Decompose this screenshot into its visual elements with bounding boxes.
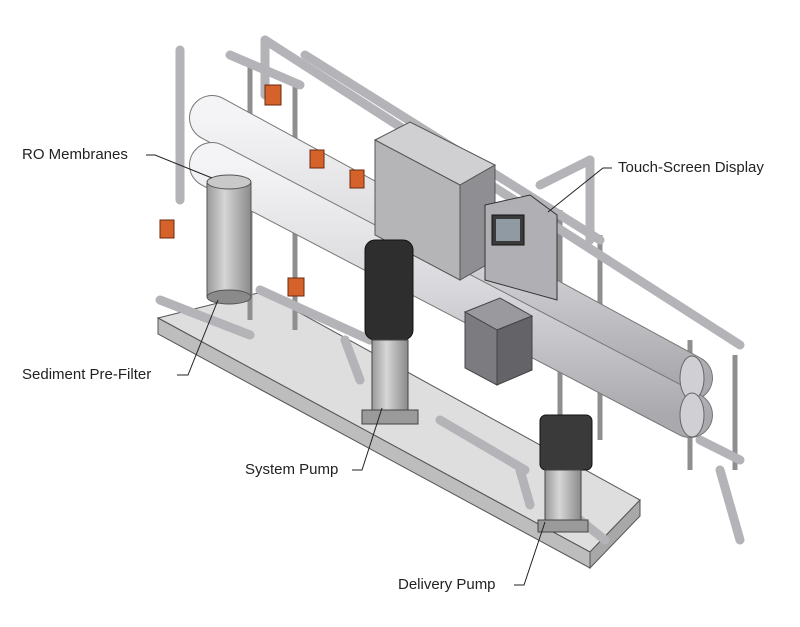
valve-actuators xyxy=(159,84,365,297)
label-delivery-pump: Delivery Pump xyxy=(398,576,496,593)
sediment-filter-tank xyxy=(206,174,252,305)
leader-lines xyxy=(146,154,612,586)
label-sediment-pre-filter: Sediment Pre-Filter xyxy=(22,366,152,383)
leader-ro-membranes xyxy=(146,154,213,179)
label-ro-membranes: RO Membranes xyxy=(22,146,128,163)
leader-sediment-filter xyxy=(177,299,219,376)
touch-screen-display xyxy=(484,194,558,301)
label-system-pump: System Pump xyxy=(245,461,339,478)
junction-box xyxy=(463,297,534,386)
leader-touch-screen xyxy=(547,167,612,213)
label-touch-screen-display: Touch-Screen Display xyxy=(618,159,764,176)
leader-system-pump xyxy=(352,407,383,471)
delivery-pump xyxy=(537,414,593,533)
leader-delivery-pump xyxy=(514,521,546,586)
system-pump xyxy=(361,239,419,425)
